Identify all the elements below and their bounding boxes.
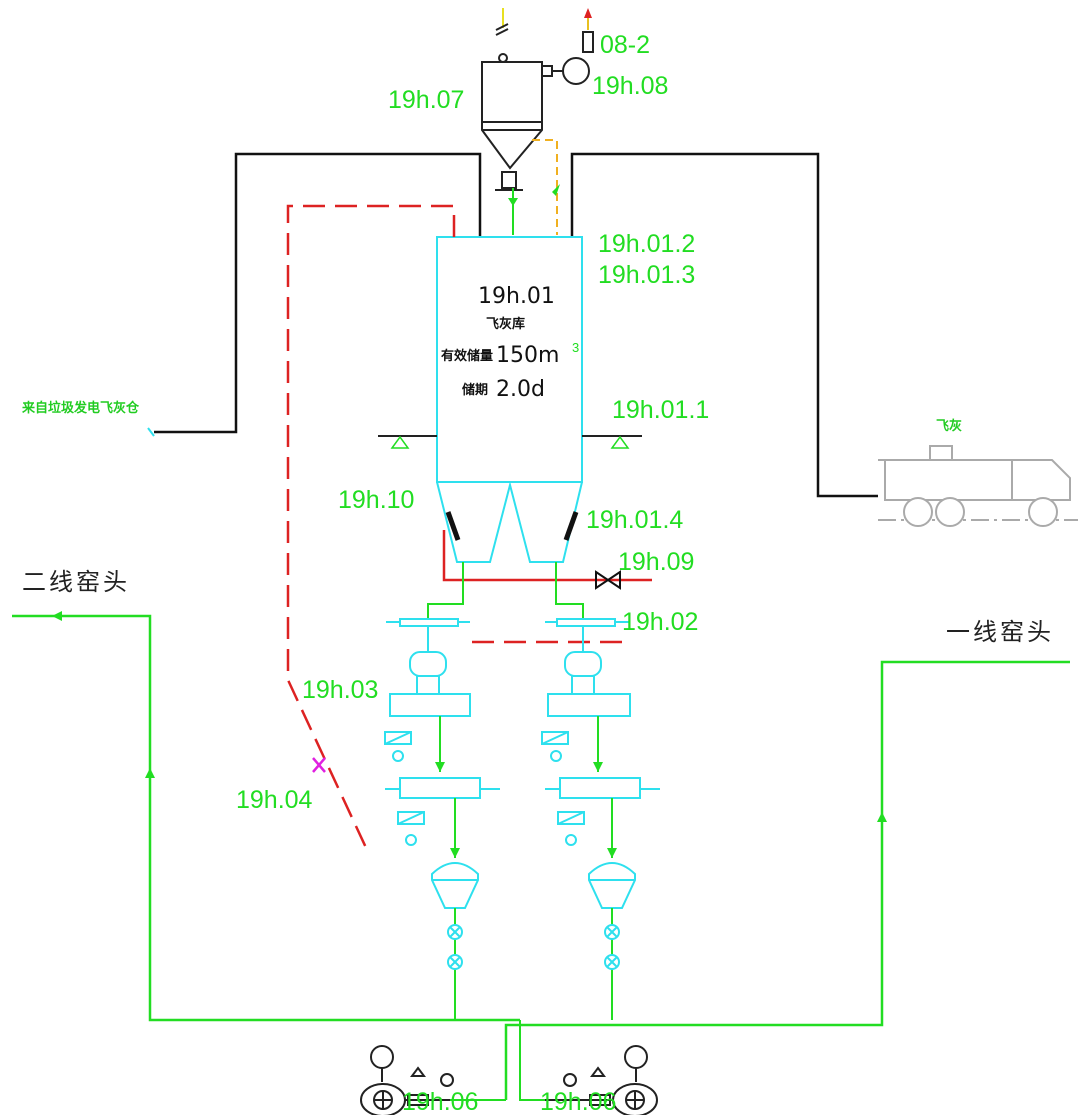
silo-capacity-sup: 3: [572, 340, 579, 355]
silo-storage-label: 储期: [461, 382, 488, 398]
label-blower-left: 19h.06: [402, 1088, 478, 1115]
line-to-kiln-2: [12, 614, 520, 1022]
label-silo-top-b: 19h.01.3: [598, 261, 695, 289]
line-to-kiln-1: [504, 660, 1070, 1100]
dust-return-line: [532, 139, 558, 235]
feed-line-right: [570, 152, 878, 498]
label-feeder: 19h.02: [622, 608, 698, 636]
label-kiln-line-1: 一线窑头: [946, 618, 1054, 646]
label-blower-right: 19h.06: [540, 1088, 616, 1115]
label-dust-filter: 19h.07: [388, 86, 464, 114]
discharge-train-right: [541, 562, 660, 1020]
blower-right: [545, 1045, 658, 1115]
tanker-truck-icon: [878, 445, 1078, 527]
label-kiln-line-2: 二线窑头: [22, 568, 130, 596]
label-aeration: 19h.10: [338, 486, 414, 514]
label-truck: 飞灰: [936, 418, 962, 434]
discharge-train-left: [384, 562, 500, 1020]
filter-fan: [552, 8, 594, 85]
label-rotor-scale: 19h.03: [302, 676, 378, 704]
dust-filter-unit: [481, 8, 553, 235]
silo-name: 飞灰库: [486, 316, 525, 332]
aeration-line-dashed: [286, 204, 456, 853]
silo-id: 19h.01: [478, 284, 555, 309]
label-silo-top-a: 19h.01.2: [598, 230, 695, 258]
fly-ash-silo: [378, 236, 642, 563]
label-filter-fan: 19h.08: [592, 72, 668, 100]
label-red-valve: 19h.09: [618, 548, 694, 576]
label-silo-aerator: 19h.01.4: [586, 506, 683, 534]
aeration-valve: [595, 570, 621, 590]
label-fan-motor: 08-2: [600, 31, 650, 59]
silo-capacity-label: 有效储量: [441, 348, 493, 364]
aeration-line: [442, 530, 652, 582]
silo-capacity-value: 150m: [496, 343, 559, 368]
feed-line-left: [154, 152, 482, 434]
label-manual-valve: 19h.04: [236, 786, 313, 814]
blower-left: [360, 1045, 454, 1115]
manual-valve-icon: [312, 757, 326, 773]
label-silo-level: 19h.01.1: [612, 396, 709, 424]
label-source: 来自垃圾发电飞灰仓: [21, 400, 140, 416]
silo-storage-value: 2.0d: [496, 377, 545, 402]
